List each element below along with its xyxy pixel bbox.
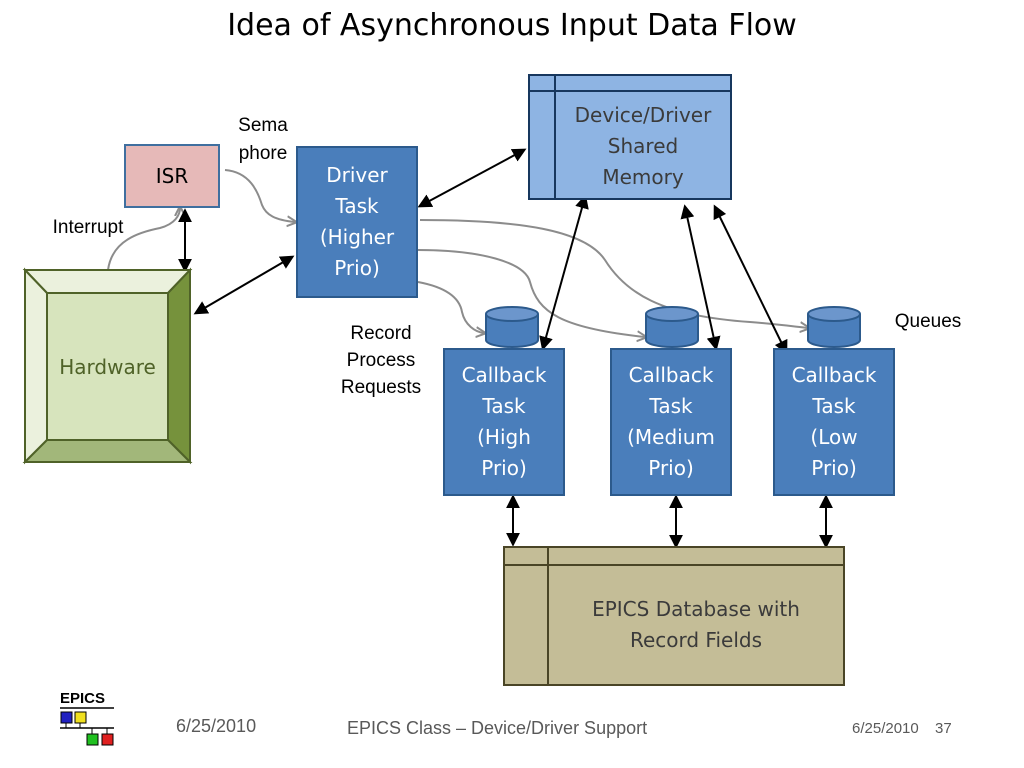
callback-high-line-4: Prio): [481, 456, 527, 480]
epics-logo-graphic: [60, 707, 114, 746]
memory-line-1: Device/Driver: [574, 103, 712, 127]
callback-medium-line-2: Task: [649, 394, 693, 418]
record-requests-label: Record Process Requests: [325, 320, 437, 401]
shared-memory-box: Device/Driver Shared Memory: [528, 74, 732, 200]
epics-logo: EPICS: [58, 688, 118, 750]
callback-high-line-2: Task: [482, 394, 526, 418]
callback-medium-line-3: (Medium: [627, 425, 715, 449]
driver-task-line-1: Driver: [326, 163, 388, 187]
memory-text: Device/Driver Shared Memory: [556, 100, 730, 193]
hardware-box: Hardware: [47, 293, 168, 440]
callback-medium-line-1: Callback: [628, 363, 714, 387]
database-header-line: [505, 564, 843, 566]
memory-low-arrow: [713, 204, 788, 355]
driver-task-line-4: Prio): [334, 256, 380, 280]
request-high-arrow: [417, 281, 484, 333]
footer-date-left: 6/25/2010: [176, 716, 257, 736]
callback-medium-box: Callback Task (Medium Prio): [610, 348, 732, 496]
footer-center: EPICS Class – Device/Driver Support: [347, 718, 648, 738]
driver-task-box: Driver Task (Higher Prio): [296, 146, 418, 298]
callback-low-line-1: Callback: [791, 363, 877, 387]
database-line-1: EPICS Database with: [592, 597, 800, 621]
driver-task-line-3: (Higher: [319, 225, 395, 249]
callback-low-line-3: (Low: [810, 425, 858, 449]
callback-medium-line-4: Prio): [648, 456, 694, 480]
callback-high-line-1: Callback: [461, 363, 547, 387]
callback-low-line-4: Prio): [811, 456, 857, 480]
isr-label: ISR: [155, 164, 189, 188]
callback-low-box: Callback Task (Low Prio): [773, 348, 895, 496]
database-text: EPICS Database with Record Fields: [549, 594, 843, 656]
queue-low-icon: [807, 306, 861, 348]
memory-line-3: Memory: [602, 165, 684, 189]
queue-high-icon: [485, 306, 539, 348]
database-box: EPICS Database with Record Fields: [503, 546, 845, 686]
isr-box: ISR: [124, 144, 220, 208]
epics-logo-text: EPICS: [60, 690, 106, 707]
record-requests-line-3: Requests: [340, 377, 422, 398]
driver-task-line-2: Task: [335, 194, 379, 218]
queues-label: Queues: [894, 311, 962, 332]
callback-high-line-3: (High: [477, 425, 531, 449]
interrupt-label: Interrupt: [52, 217, 124, 238]
record-requests-line-2: Process: [346, 350, 416, 371]
hardware-driver-arrow: [193, 255, 295, 315]
callback-low-line-2: Task: [812, 394, 856, 418]
database-side-line: [547, 548, 549, 684]
footer-date-right: 6/25/2010: [852, 720, 919, 737]
slide-title: Idea of Asynchronous Input Data Flow: [227, 8, 797, 43]
footer-page-number: 37: [935, 720, 952, 737]
driver-memory-arrow: [417, 148, 527, 208]
queue-medium-icon: [645, 306, 699, 348]
semaphore-line-2: phore: [238, 143, 288, 164]
callback-high-box: Callback Task (High Prio): [443, 348, 565, 496]
memory-header-line: [530, 90, 730, 92]
memory-line-2: Shared: [607, 134, 679, 158]
memory-medium-arrow: [680, 204, 721, 351]
record-requests-line-1: Record: [350, 323, 412, 344]
memory-high-arrow: [539, 194, 589, 351]
hardware-label: Hardware: [59, 354, 156, 379]
semaphore-label: Sema phore: [228, 112, 298, 168]
semaphore-arrow: [224, 169, 295, 222]
semaphore-line-1: Sema: [238, 115, 288, 136]
database-line-2: Record Fields: [629, 628, 763, 652]
memory-side-line: [554, 76, 556, 198]
